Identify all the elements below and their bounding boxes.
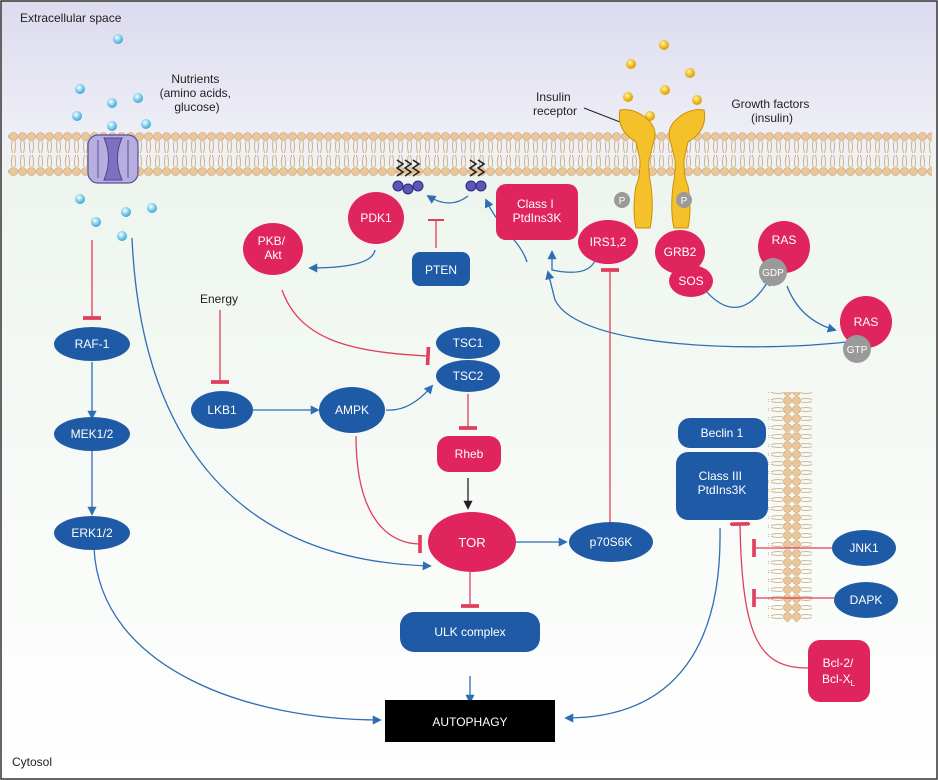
node-ampk: AMPK xyxy=(319,387,385,433)
node-class3-ptdins3k: Class III PtdIns3K xyxy=(676,452,768,520)
svg-text:TOR: TOR xyxy=(458,535,485,550)
svg-text:LKB1: LKB1 xyxy=(207,403,237,417)
phosphoinositide-lipids-2 xyxy=(465,159,487,192)
node-grb2: GRB2 xyxy=(655,230,705,274)
svg-text:Class III PtdIns3K: Class III PtdIns3K xyxy=(698,469,747,497)
edge-erk-to-autophagy xyxy=(93,547,382,725)
svg-text:PDK1: PDK1 xyxy=(360,211,392,225)
node-ras-gtp: RAS GTP xyxy=(840,296,892,363)
svg-text:ERK1/2: ERK1/2 xyxy=(71,526,113,540)
node-rheb: Rheb xyxy=(437,436,501,472)
svg-text:GTP: GTP xyxy=(847,345,868,356)
svg-text:p70S6K: p70S6K xyxy=(590,535,633,549)
cytosol-label: Cytosol xyxy=(12,755,52,769)
insulin-molecules xyxy=(623,40,702,121)
node-raf1: RAF-1 xyxy=(54,327,130,361)
node-bcl2-bclxl: Bcl-2/ Bcl-XL xyxy=(808,640,870,702)
edge-nutrients-to-tor xyxy=(131,237,432,571)
extracellular-space-label: Extracellular space xyxy=(20,11,122,25)
nutrients-label: Nutrients (amino acids, glucose) xyxy=(160,72,235,114)
node-pdk1: PDK1 xyxy=(348,192,404,244)
phosphoinositide-lipids-1 xyxy=(392,159,424,195)
svg-text:AMPK: AMPK xyxy=(335,403,369,417)
svg-text:RAS: RAS xyxy=(772,233,797,247)
vesicle-membrane xyxy=(768,392,812,622)
edge-class3-to-autophagy xyxy=(564,527,721,723)
svg-text:Rheb: Rheb xyxy=(455,447,484,461)
nutrient-transporter xyxy=(87,134,139,184)
svg-text:IRS1,2: IRS1,2 xyxy=(590,235,627,249)
node-erk12: ERK1/2 xyxy=(54,516,130,550)
node-irs: IRS1,2 xyxy=(578,220,638,264)
svg-text:AUTOPHAGY: AUTOPHAGY xyxy=(432,715,507,729)
inhibit-ampk-tor xyxy=(355,435,422,554)
node-tsc2: TSC2 xyxy=(436,360,500,392)
node-mek12: MEK1/2 xyxy=(54,417,130,451)
svg-text:JNK1: JNK1 xyxy=(849,541,879,555)
svg-text:TSC1: TSC1 xyxy=(453,336,484,350)
plasma-membrane xyxy=(8,132,932,176)
node-dapk: DAPK xyxy=(834,582,898,618)
edge-ampk-to-tsc2 xyxy=(385,384,434,411)
insulin-receptor-pointer xyxy=(583,107,621,123)
svg-text:GDP: GDP xyxy=(762,268,784,279)
energy-label: Energy xyxy=(200,292,238,306)
svg-text:DAPK: DAPK xyxy=(850,593,883,607)
phosphate-left: P xyxy=(614,192,630,208)
autophagy-box: AUTOPHAGY xyxy=(385,700,555,742)
svg-text:SOS: SOS xyxy=(678,274,703,288)
svg-text:MEK1/2: MEK1/2 xyxy=(71,427,114,441)
svg-text:P: P xyxy=(619,196,626,207)
svg-text:Bcl-2/: Bcl-2/ xyxy=(823,656,854,670)
nutrient-molecules xyxy=(72,34,157,241)
edge-lipid-to-pdk1 xyxy=(426,195,469,204)
node-ulk-complex: ULK complex xyxy=(400,612,540,652)
node-pkb-akt: PKB/ Akt xyxy=(243,223,303,275)
node-class1-ptdins3k: Class I PtdIns3K xyxy=(496,184,578,240)
svg-text:Class I PtdIns3K: Class I PtdIns3K xyxy=(513,197,562,225)
svg-text:P: P xyxy=(681,196,688,207)
edge-irs-to-class1 xyxy=(547,250,597,273)
svg-text:RAS: RAS xyxy=(854,315,879,329)
node-tor: TOR xyxy=(428,512,516,572)
insulin-receptor-label: Insulin receptor xyxy=(533,90,577,118)
node-tsc1: TSC1 xyxy=(436,327,500,359)
growth-factors-label: Growth factors (insulin) xyxy=(731,97,812,125)
svg-text:PKB/ Akt: PKB/ Akt xyxy=(258,234,289,262)
node-jnk1: JNK1 xyxy=(832,530,896,566)
svg-text:RAF-1: RAF-1 xyxy=(75,337,110,351)
node-sos: SOS xyxy=(669,265,713,297)
edge-pdk1-to-pkb xyxy=(308,249,376,273)
node-beclin1: Beclin 1 xyxy=(678,418,766,448)
svg-text:TSC2: TSC2 xyxy=(453,369,484,383)
svg-text:PTEN: PTEN xyxy=(425,263,457,277)
node-pten: PTEN xyxy=(412,252,470,286)
node-lkb1: LKB1 xyxy=(191,391,253,429)
svg-text:GRB2: GRB2 xyxy=(664,245,697,259)
edge-rasgtp-to-class1 xyxy=(545,270,847,348)
phosphate-right: P xyxy=(676,192,692,208)
svg-text:Bcl-XL: Bcl-XL xyxy=(822,672,856,688)
edge-sos-to-rasgdp xyxy=(704,276,771,308)
svg-text:ULK complex: ULK complex xyxy=(434,625,505,639)
node-ras-gdp: RAS GDP xyxy=(758,221,810,286)
inhibit-bcl-class3 xyxy=(730,522,809,669)
edge-rasgdp-to-rasgtp xyxy=(786,285,837,333)
node-p70s6k: p70S6K xyxy=(569,522,653,562)
svg-text:Beclin 1: Beclin 1 xyxy=(701,426,744,440)
inhibit-pkb-tsc xyxy=(281,289,431,366)
